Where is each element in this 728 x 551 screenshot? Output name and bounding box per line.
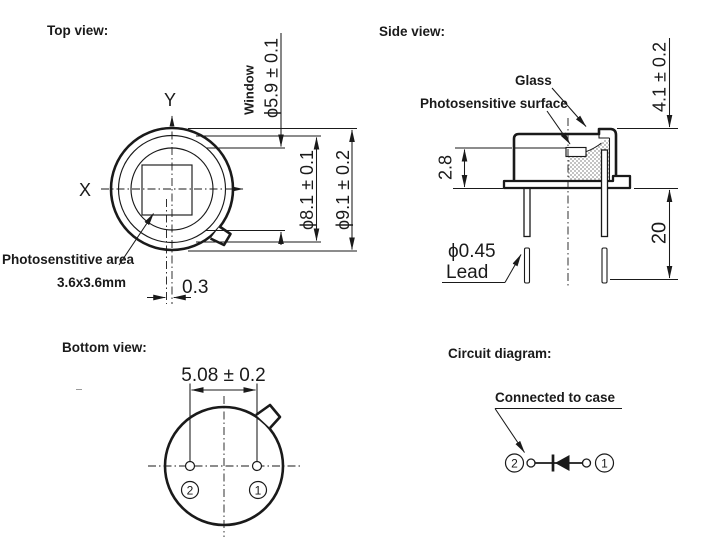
dim-window-diameter: ϕ5.9 ± 0.1 [262, 38, 282, 118]
dim-pin-spacing: 5.08 ± 0.2 [181, 365, 265, 386]
pin-left [184, 460, 196, 472]
window-circle [130, 147, 214, 231]
base-circle [163, 405, 285, 527]
lead-right-upper [600, 149, 609, 238]
lead-right-lower [601, 247, 608, 284]
lead-leader-arrow [504, 254, 522, 283]
package-outline-circle [109, 126, 235, 252]
pin-1-label: 1 [255, 483, 262, 497]
pin-2-label: 2 [187, 483, 194, 497]
dim-center-offset: 0.3 [182, 277, 208, 298]
case-leader-arrow [494, 408, 525, 453]
base-locating-tab [255, 403, 282, 429]
extension-lines-side-right [610, 127, 678, 281]
circuit-diagram: Circuit diagram: Connected to case 2 1 [448, 346, 622, 473]
surface-leader-line [546, 110, 571, 145]
terminal-circle-1 [581, 458, 592, 468]
pin-2-circle [180, 480, 200, 500]
lead-label: Lead [446, 262, 488, 283]
top-view-title: Top view: [47, 23, 108, 38]
circuit-title: Circuit diagram: [448, 346, 552, 361]
circuit-pin-2-label: 2 [511, 456, 518, 470]
circuit-pin-2-circle [504, 453, 525, 473]
chip-rect [565, 146, 587, 158]
lead-left-lower [523, 247, 531, 284]
photosensitive-area-size: 3.6x3.6mm [57, 275, 126, 290]
dim-lead-diameter: ϕ0.45 [448, 241, 496, 262]
circuit-pin-1-label: 1 [601, 456, 608, 470]
side-view: Side view: Glass Photosensitive surface … [379, 24, 678, 286]
connected-to-case-label: Connected to case [495, 390, 616, 405]
diode-triangle [555, 455, 570, 471]
photosensitive-area-label: Photosenstitive area [2, 252, 135, 267]
dim-cap-height: 4.1 ± 0.2 [650, 42, 670, 112]
can-outline [512, 127, 618, 181]
terminal-circle-2 [526, 458, 536, 468]
die-square [141, 164, 193, 216]
photosensitive-surface-label: Photosensitive surface [420, 96, 568, 111]
extension-lines-inner-height [453, 147, 512, 190]
side-view-title: Side view: [379, 24, 445, 39]
bottom-view: Bottom view: 5.08 ± 0.2 2 1 [62, 340, 301, 537]
dim-outer-diameter: ϕ9.1 ± 0.2 [333, 150, 353, 230]
glass-label: Glass [515, 73, 552, 88]
body-circle [117, 134, 227, 244]
bottom-view-title: Bottom view: [62, 340, 147, 355]
bottom-centerlines [148, 396, 301, 537]
axis-x-label: X [79, 180, 91, 200]
top-view: Top view: X Y 0.3 Photosenstitive area 3… [2, 23, 357, 304]
lead-left-upper [523, 187, 531, 238]
pin-extension-lines [189, 383, 258, 461]
extension-lines-top-view [188, 127, 357, 252]
dim-inner-height: 2.8 [436, 155, 456, 180]
area-leader-line [118, 213, 154, 266]
circuit-pin-1-circle [594, 453, 615, 473]
glass-leader-line [551, 87, 587, 127]
glass-stipple [568, 140, 610, 181]
axis-y-label: Y [164, 90, 176, 110]
pin-1-circle [248, 480, 268, 500]
dim-lead-length: 20 [649, 222, 671, 244]
dim-body-diameter: ϕ8.1 ± 0.1 [297, 150, 317, 230]
window-label: Window [242, 64, 257, 115]
pin-right [251, 460, 263, 472]
can-fold-detail [598, 134, 611, 181]
can-flange [502, 174, 632, 190]
